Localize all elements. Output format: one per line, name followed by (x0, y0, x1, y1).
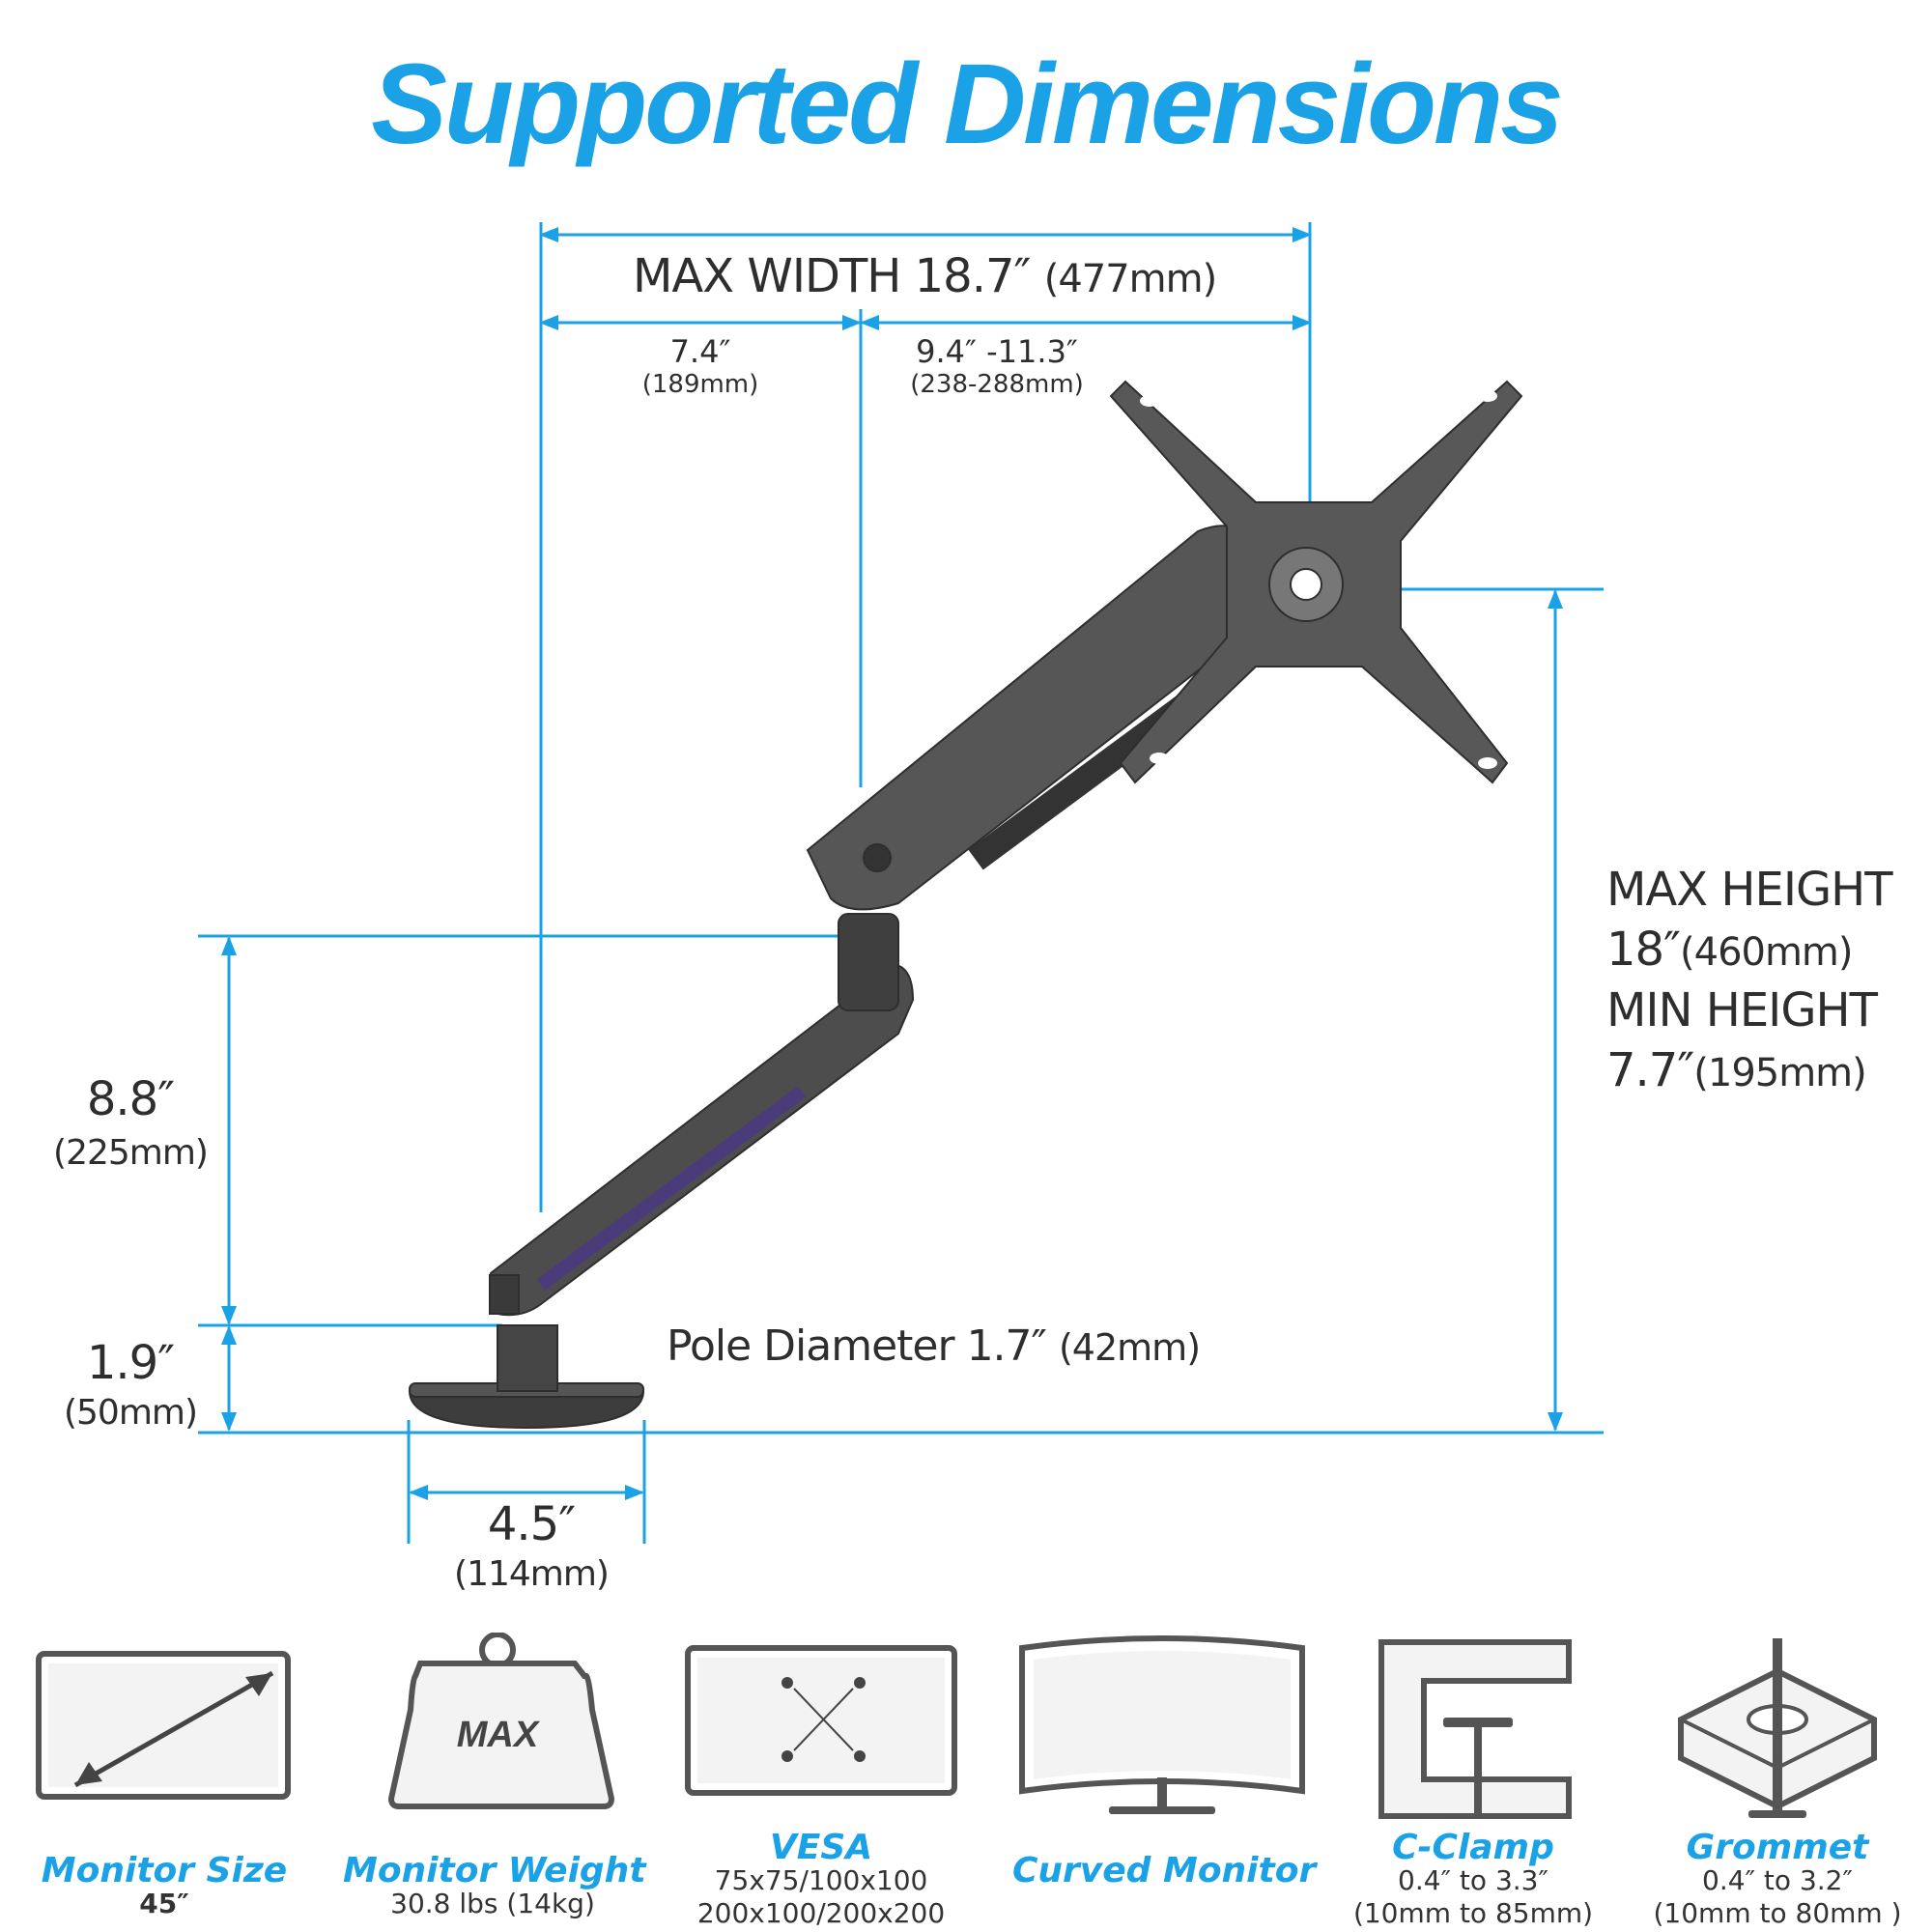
monitor-arm-diagram (198, 222, 1604, 1544)
feature-value: 30.8 lbs (14kg) (390, 1888, 595, 1919)
feature-grommet: Grommet 0.4″ to 3.2″ (10mm to 80mm ) (1642, 1633, 1913, 1932)
arm-pole (497, 1324, 558, 1392)
monitor-arm (408, 525, 1267, 1430)
base-height-label: 1.9″ (50mm) (63, 1336, 198, 1433)
dimension-lines (198, 222, 1604, 1544)
feature-value: 75x75/100x100 (714, 1864, 928, 1896)
weight-icon: MAX (387, 1633, 615, 1809)
seg-left-label: 7.4″ (189mm) (641, 333, 759, 399)
feature-title: C-Clamp (1392, 1828, 1554, 1867)
c-clamp-icon (1378, 1639, 1572, 1819)
seg-right-label: 9.4″ -11.3″ (238-288mm) (910, 333, 1084, 399)
vesa-icon (685, 1645, 957, 1796)
vesa-plate (1109, 380, 1523, 784)
arm-height-label: 8.8″ (225mm) (53, 1072, 209, 1173)
svg-text:MAX: MAX (457, 1715, 541, 1755)
feature-title: Monitor Weight (343, 1851, 646, 1890)
feature-value: 45″ (139, 1888, 189, 1919)
max-width-label: MAX WIDTH 18.7″ (477mm) (633, 249, 1217, 303)
feature-monitor-weight: MAX Monitor Weight 30.8 lbs (14kg) (343, 1633, 646, 1932)
monitor-size-icon (36, 1651, 291, 1800)
feature-c-clamp: C-Clamp 0.4″ to 3.3″ (10mm to 85mm) (1343, 1633, 1604, 1932)
feature-title: Grommet (1686, 1828, 1869, 1867)
page-title: Supported Dimensions (371, 41, 1564, 168)
arm-base (408, 1390, 645, 1430)
grommet-icon (1678, 1638, 1877, 1818)
feature-title: Monitor Size (41, 1851, 288, 1890)
feature-value: 0.4″ to 3.3″ (1398, 1864, 1548, 1896)
feature-value-2: 200x100/200x200 (696, 1897, 946, 1929)
pole-diameter-label: Pole Diameter 1.7″ (42mm) (667, 1321, 1201, 1371)
feature-value-2: (10mm to 85mm) (1352, 1897, 1594, 1929)
feature-curved-monitor: Curved Monitor (1012, 1633, 1317, 1932)
lower-arm (489, 963, 915, 1317)
elbow-joint (838, 913, 899, 1011)
min-height-label: MIN HEIGHT 7.7″(195mm) (1606, 983, 1878, 1097)
base-width-label: 4.5″ (114mm) (454, 1497, 610, 1594)
feature-title: VESA (769, 1828, 873, 1867)
feature-vesa: VESA 75x75/100x100 200x100/200x200 (676, 1633, 966, 1932)
curved-monitor-icon (1019, 1635, 1305, 1814)
feature-title: Curved Monitor (1012, 1851, 1317, 1890)
max-height-label: MAX HEIGHT 18″(460mm) (1606, 863, 1893, 977)
feature-value: 0.4″ to 3.2″ (1702, 1864, 1853, 1896)
feature-monitor-size: Monitor Size 45″ (19, 1633, 309, 1932)
feature-value-2: (10mm to 80mm ) (1653, 1897, 1902, 1929)
